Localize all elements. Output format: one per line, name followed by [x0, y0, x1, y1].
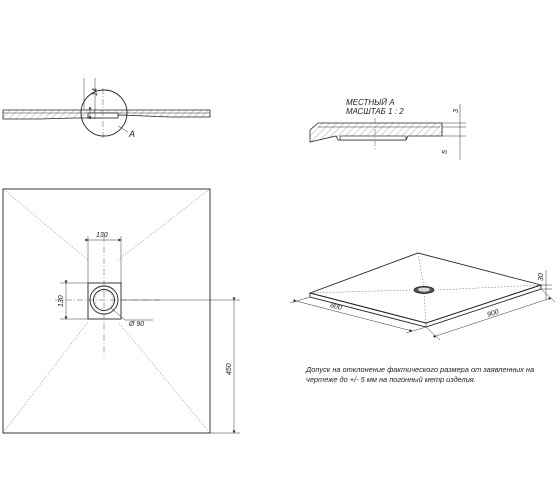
tolerance-note: Допуск на отклонение фактического размер…	[306, 365, 535, 384]
top-view: 130 130 Ø 90 450	[2, 188, 240, 434]
dim-drain-diameter: Ø 90	[128, 321, 144, 328]
detail-drain-body	[339, 135, 407, 141]
dim-length-b: 900	[486, 309, 499, 319]
callout-label-a: А	[128, 129, 135, 139]
dim-detail-top: 3	[453, 109, 460, 113]
detail-view: МЕСТНЫЙ А МАСШТАБ 1 : 2 3 5	[309, 98, 466, 160]
dim-drain-width: 130	[96, 232, 108, 239]
detail-title-line1: МЕСТНЫЙ А	[346, 98, 395, 107]
dim-height: 30	[538, 273, 545, 281]
isometric-view: 800 900 30	[289, 252, 556, 341]
dim-thickness: 14	[92, 88, 99, 96]
dim-detail-bottom: 5	[442, 150, 449, 154]
dim-length-a: 800	[329, 302, 342, 312]
drain-housing	[87, 282, 122, 320]
dim-drain-offset: 450	[226, 363, 233, 375]
tray-outline	[2, 188, 211, 434]
detail-title-line2: МАСШТАБ 1 : 2	[346, 107, 404, 116]
dim-drain-height: 130	[58, 295, 65, 307]
detail-callout-circle	[80, 89, 128, 137]
side-section-view: А 14	[2, 78, 211, 140]
